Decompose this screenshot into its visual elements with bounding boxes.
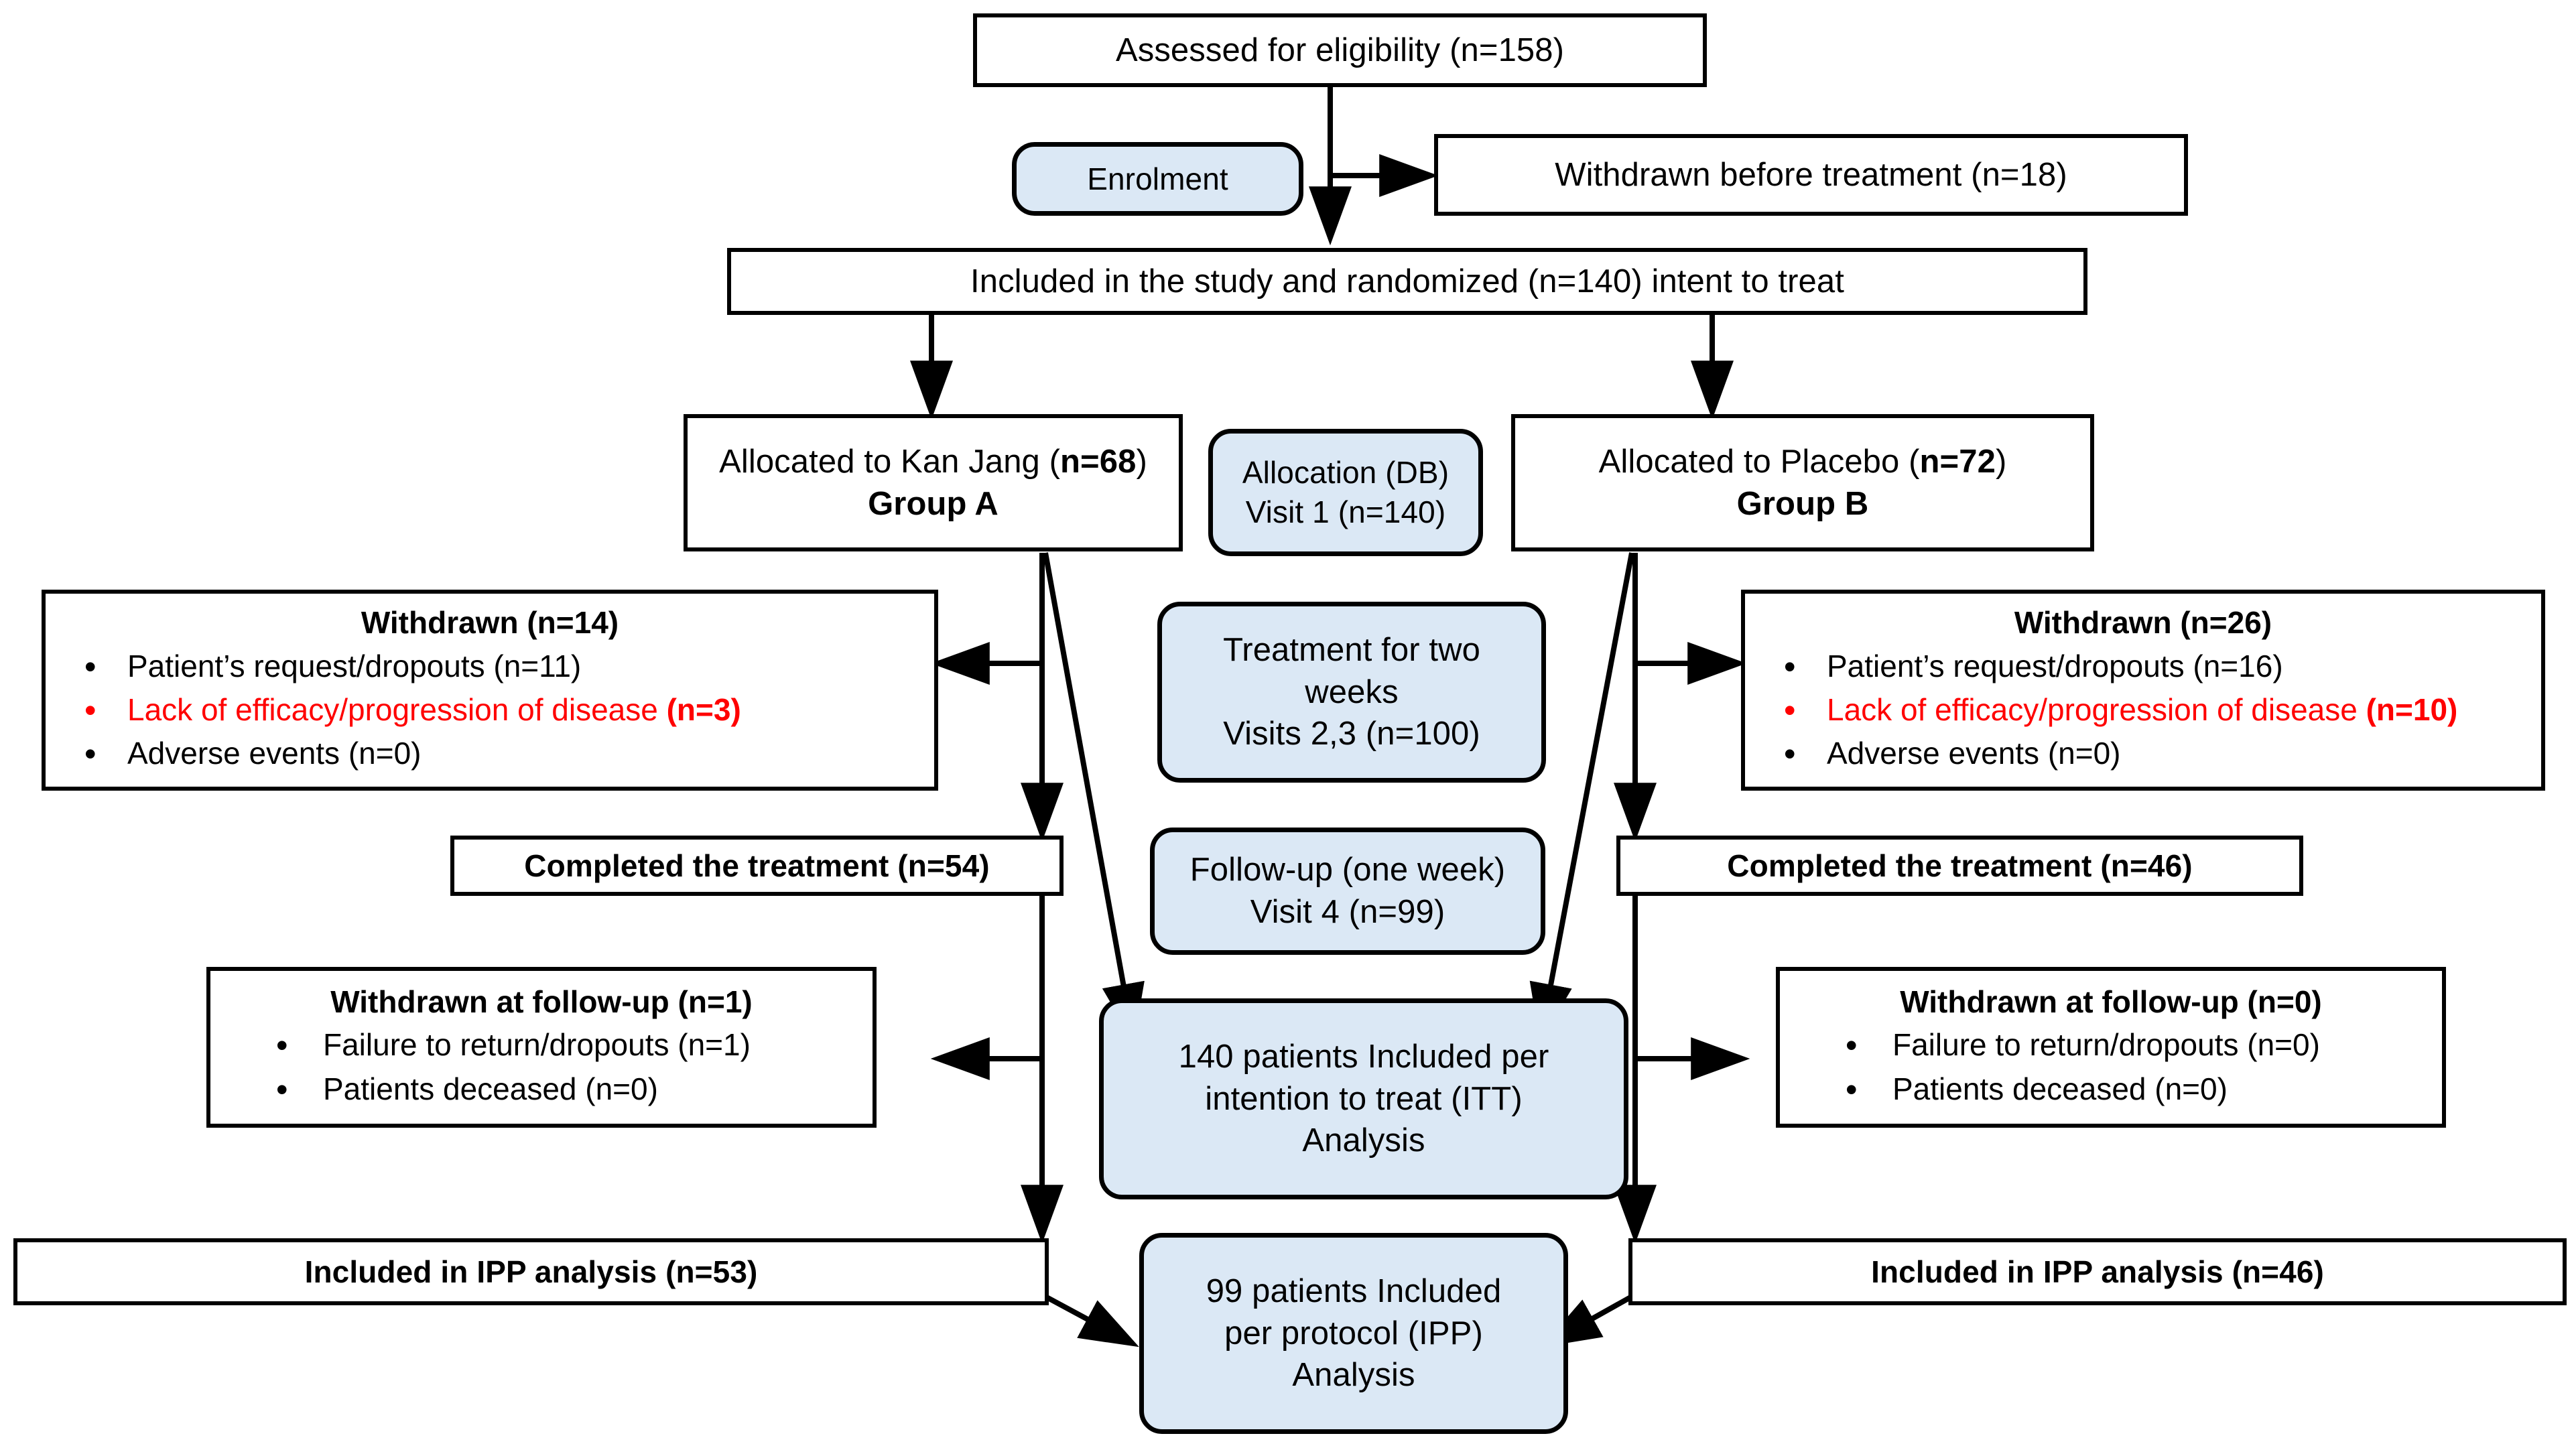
enrolment-label: Enrolment [1087,161,1228,196]
allocated-a-suffix: ) [1136,443,1147,480]
list-item-red: Lack of efficacy/progression of disease … [58,687,922,734]
followup-withdrawn-a-list: Failure to return/dropouts (n=1) Patient… [222,1022,860,1114]
box-completed-treatment-b: Completed the treatment (n=46) [1616,836,2303,896]
treatment-line-1: Treatment for two [1223,631,1480,668]
assessed-label: Assessed for eligibility (n=158) [1115,31,1565,68]
box-ipp-included-b: Included in IPP analysis (n=46) [1628,1238,2567,1305]
withdrawn-a-red-n: (n=3) [666,692,741,727]
withdrawn-b-header: Withdrawn (n=26) [2014,605,2272,641]
ipp-a-label: Included in IPP analysis (n=53) [304,1254,758,1289]
list-item: Patient’s request/dropouts (n=16) [1757,643,2529,691]
box-allocated-group-a: Allocated to Kan Jang (n=68) Group A [684,414,1183,551]
box-ipp-included-a: Included in IPP analysis (n=53) [13,1238,1049,1305]
list-item: Adverse events (n=0) [1757,730,2529,778]
withdrawn-before-treatment-label: Withdrawn before treatment (n=18) [1555,156,2067,193]
stage-enrolment: Enrolment [1012,142,1303,216]
list-item: Adverse events (n=0) [58,730,922,778]
group-a-label: Group A [868,485,999,522]
stage-itt-analysis: 140 patients Included per intention to t… [1099,998,1628,1199]
followup-withdrawn-b-list: Failure to return/dropouts (n=0) Patient… [1792,1022,2430,1114]
stage-allocation: Allocation (DB) Visit 1 (n=140) [1208,429,1483,556]
itt-line-3: Analysis [1302,1122,1425,1159]
completed-b-label: Completed the treatment (n=46) [1727,848,2193,883]
allocated-a-prefix: Allocated to Kan Jang ( [719,443,1061,480]
list-item: Patient’s request/dropouts (n=11) [58,643,922,691]
allocated-b-n: n=72 [1919,443,1996,480]
itt-line-1: 140 patients Included per [1178,1038,1549,1075]
withdrawn-a-list: Patient’s request/dropouts (n=11) Lack o… [58,643,922,779]
treatment-line-2: weeks [1305,673,1399,710]
stage-treatment: Treatment for two weeks Visits 2,3 (n=10… [1157,602,1546,783]
edge-randomized-to-group-b [1330,302,1734,420]
followup-withdrawn-b-header: Withdrawn at follow-up (n=0) [1900,984,2322,1020]
box-withdrawn-group-b: Withdrawn (n=26) Patient’s request/dropo… [1741,590,2545,791]
ipp-line-2: per protocol (IPP) [1224,1315,1483,1352]
box-withdrawn-group-a: Withdrawn (n=14) Patient’s request/dropo… [42,590,938,791]
randomized-label: Included in the study and randomized (n=… [970,263,1844,300]
edge-group-a-to-itt [1043,552,1145,1043]
withdrawn-b-list: Patient’s request/dropouts (n=16) Lack o… [1757,643,2529,779]
list-item-red: Lack of efficacy/progression of disease … [1757,687,2529,734]
allocated-b-suffix: ) [1995,443,2007,480]
withdrawn-b-red-text: Lack of efficacy/progression of disease [1827,692,2366,727]
box-followup-withdrawn-b: Withdrawn at follow-up (n=0) Failure to … [1776,967,2446,1128]
allocated-b-prefix: Allocated to Placebo ( [1598,443,1920,480]
box-withdrawn-before-treatment: Withdrawn before treatment (n=18) [1434,134,2188,216]
list-item: Failure to return/dropouts (n=1) [222,1022,860,1069]
box-randomized: Included in the study and randomized (n=… [727,248,2087,315]
box-allocated-group-b: Allocated to Placebo (n=72) Group B [1511,414,2094,551]
followup-line-1: Follow-up (one week) [1189,852,1506,888]
ipp-line-3: Analysis [1292,1357,1415,1394]
list-item: Patients deceased (n=0) [1792,1066,2430,1114]
withdrawn-b-red-n: (n=10) [2366,692,2458,727]
box-completed-treatment-a: Completed the treatment (n=54) [450,836,1064,896]
list-item: Failure to return/dropouts (n=0) [1792,1022,2430,1069]
stage-ipp-analysis: 99 patients Included per protocol (IPP) … [1139,1233,1568,1434]
box-assessed-for-eligibility: Assessed for eligibility (n=158) [973,13,1707,87]
allocation-line-2: Visit 1 (n=140) [1245,495,1446,529]
edge-group-b-to-itt [1529,552,1634,1043]
allocation-line-1: Allocation (DB) [1242,455,1450,490]
edge-ipp-a-to-ipp-analysis [1044,1294,1139,1347]
edge-randomized-to-group-a [910,302,1330,420]
allocated-group-b-label: Allocated to Placebo (n=72) [1599,441,2007,483]
box-followup-withdrawn-a: Withdrawn at follow-up (n=1) Failure to … [206,967,877,1128]
ipp-line-1: 99 patients Included [1206,1272,1502,1309]
itt-line-2: intention to treat (ITT) [1205,1080,1523,1117]
allocated-group-a-label: Allocated to Kan Jang (n=68) [719,441,1147,483]
list-item: Patients deceased (n=0) [222,1066,860,1114]
group-b-label: Group B [1736,485,1869,522]
stage-followup: Follow-up (one week) Visit 4 (n=99) [1150,828,1545,955]
treatment-line-3: Visits 2,3 (n=100) [1223,716,1480,752]
followup-line-2: Visit 4 (n=99) [1250,894,1445,930]
ipp-b-label: Included in IPP analysis (n=46) [1871,1254,2324,1289]
withdrawn-a-red-text: Lack of efficacy/progression of disease [127,692,667,727]
completed-a-label: Completed the treatment (n=54) [524,848,990,883]
allocated-a-n: n=68 [1060,443,1137,480]
withdrawn-a-header: Withdrawn (n=14) [361,605,619,641]
followup-withdrawn-a-header: Withdrawn at follow-up (n=1) [330,984,753,1020]
